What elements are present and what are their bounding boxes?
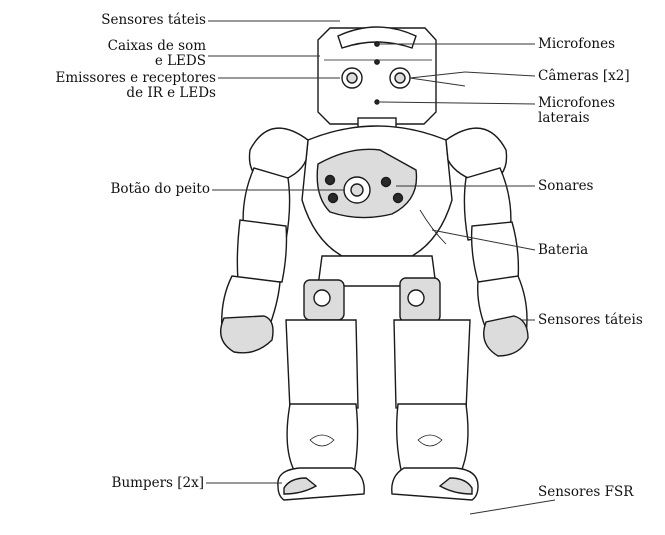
- label-text: Bumpers [2x]: [112, 475, 204, 491]
- label-text: Sensores FSR: [538, 484, 633, 500]
- label-sonares: Sonares: [538, 179, 594, 194]
- label-microfones: Microfones: [538, 37, 615, 52]
- label-text: Sensores táteis: [538, 312, 643, 328]
- label-text: Microfones: [538, 96, 615, 111]
- label-microfones-laterais: Microfones laterais: [538, 96, 615, 126]
- label-sensores-fsr: Sensores FSR: [538, 485, 633, 500]
- label-sensores-tateis-hand: Sensores táteis: [538, 313, 643, 328]
- label-botao-peito: Botão do peito: [0, 182, 210, 197]
- right-hand: [484, 316, 528, 356]
- label-cameras: Câmeras [x2]: [538, 69, 630, 84]
- label-caixas-de-som: Caixas de som e LEDS: [0, 39, 206, 69]
- label-text: Botão do peito: [110, 181, 210, 197]
- label-text: Bateria: [538, 242, 588, 258]
- label-bumpers: Bumpers [2x]: [0, 476, 204, 491]
- left-shin: [287, 404, 358, 474]
- sonar-right: [382, 178, 391, 187]
- right-thigh: [394, 320, 470, 410]
- left-hand: [221, 316, 273, 353]
- sonar-left: [326, 176, 335, 185]
- label-text: laterais: [538, 111, 615, 126]
- left-thigh: [286, 320, 358, 410]
- label-text: Caixas de som: [0, 39, 206, 54]
- label-sensores-tateis-head: Sensores táteis: [0, 13, 206, 28]
- label-text: e LEDS: [0, 54, 206, 69]
- right-shin: [397, 404, 468, 474]
- label-bateria: Bateria: [538, 243, 588, 258]
- label-text: Emissores e receptores: [0, 71, 216, 86]
- label-text: Sonares: [538, 178, 594, 194]
- label-text: Microfones: [538, 36, 615, 52]
- label-emissores-ir: Emissores e receptores de IR e LEDs: [0, 71, 216, 101]
- label-text: de IR e LEDs: [0, 86, 216, 101]
- label-text: Sensores táteis: [101, 12, 206, 28]
- label-text: Câmeras [x2]: [538, 68, 630, 84]
